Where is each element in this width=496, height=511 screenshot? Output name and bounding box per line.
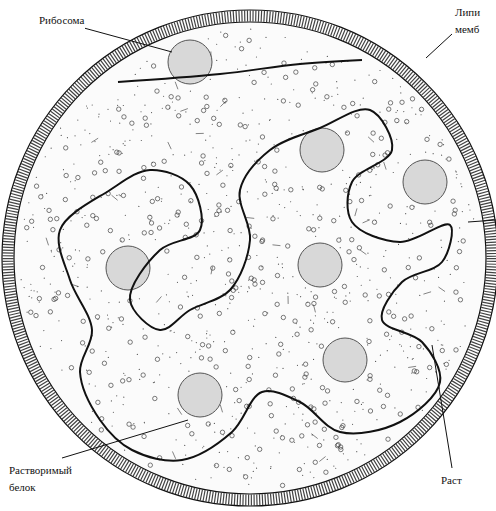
lipid-membrane [2,10,496,506]
leader-line [426,34,452,58]
ribosome [300,128,344,172]
part-label: Рибосома [38,12,85,29]
ribosome [298,243,342,287]
leader-line [84,28,172,52]
ribosome [178,373,222,417]
cytoplasm [14,22,486,494]
part-label: Липи мемб [454,4,492,37]
leader-line [432,345,452,468]
cytoplasm-texture [21,29,475,488]
ribosome [323,338,367,382]
part-label: Раст [440,472,463,489]
leader-line [468,220,496,222]
dna-strand [118,60,362,82]
leader-line [62,420,188,458]
dna-loop [59,109,452,460]
ribosome [403,160,447,204]
part-label: Растворимый белок [8,462,92,495]
